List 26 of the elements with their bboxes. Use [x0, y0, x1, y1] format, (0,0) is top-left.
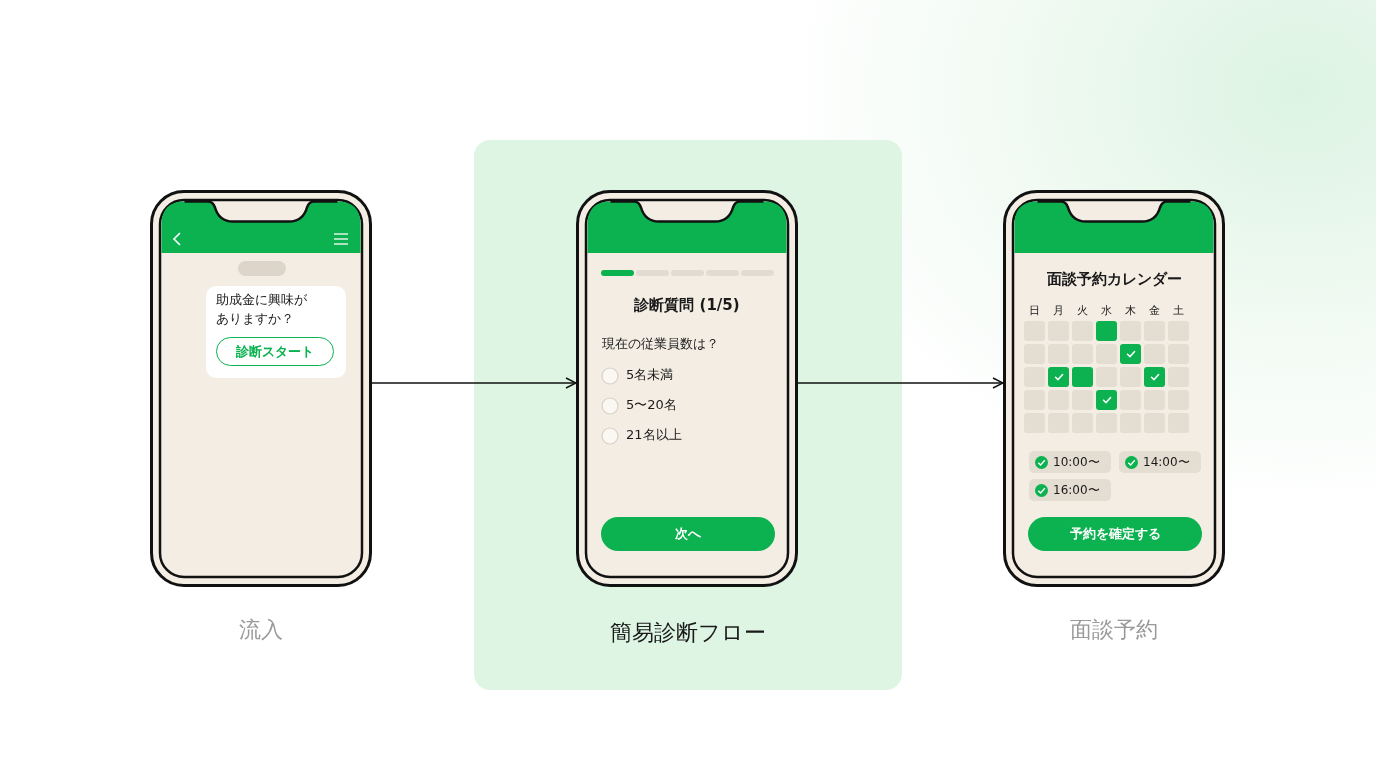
time-slot-text: 16:00〜 [1053, 481, 1100, 499]
question-heading: 診断質問 (1/5) [633, 295, 741, 316]
option-text: 21名以上 [626, 426, 682, 444]
weekday-label: 月 [1051, 303, 1065, 319]
step-caption: 流入 [238, 616, 284, 644]
message-text: 助成金に興味がありますか？ [216, 291, 308, 328]
weekday-label: 木 [1123, 303, 1137, 319]
next-button: 次へ [601, 517, 775, 551]
time-slot-text: 10:00〜 [1053, 453, 1100, 471]
weekday-label: 日 [1027, 303, 1041, 319]
step-caption: 面談予約 [1069, 616, 1159, 644]
highlight-panel [474, 140, 902, 690]
option-text: 5名未満 [626, 366, 674, 384]
start-button: 診断スタート [216, 337, 334, 366]
option-text: 5〜20名 [626, 396, 677, 414]
arrow [797, 377, 1004, 389]
step-caption: 簡易診断フロー [609, 619, 767, 647]
weekday-label: 金 [1147, 303, 1161, 319]
confirm-button: 予約を確定する [1028, 517, 1202, 551]
time-slot-text: 14:00〜 [1143, 453, 1190, 471]
weekday-label: 火 [1075, 303, 1089, 319]
arrow [371, 377, 577, 389]
question-text: 現在の従業員数は？ [602, 335, 719, 353]
weekday-label: 水 [1099, 303, 1113, 319]
weekday-label: 土 [1171, 303, 1185, 319]
calendar-title: 面談予約カレンダー [1045, 269, 1183, 290]
